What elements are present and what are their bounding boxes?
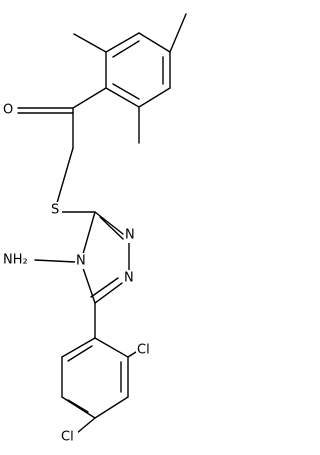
bond-n4-amine [34,259,76,263]
bond-triazole-n1-c5-double [90,277,119,298]
bond-methyl-para [169,13,187,53]
cl-ortho-label-bg [136,342,154,358]
atom-label-layer: O S NH₂ N N N Cl Cl [2,102,154,445]
bond-mesityl-ring [105,87,140,108]
bond-phenyl-double [67,399,89,413]
amine-group-label: NH₂ [3,253,28,268]
bond-methyl-upper-left [73,33,107,53]
bond-triazole-n1-c5 [94,282,123,304]
sulfur-label-bg [50,202,62,218]
molecule-diagram: O S NH₂ N N N Cl Cl [2,13,187,445]
oxygen-atom-label: O [3,103,13,118]
bond-mesityl-ring [105,32,140,53]
n4-label-bg [75,253,87,269]
chlorine-para-label: Cl [61,430,74,445]
bond-mesityl-double [112,83,140,100]
cl-para-label-bg [60,429,78,445]
structure-canvas: O S NH₂ N N N Cl Cl [2,13,187,445]
bond-aryl-carbonyl [72,87,107,109]
bond-triazole-c3-n2-double [99,216,124,240]
chlorine-ortho-label: Cl [137,343,150,358]
bond-phenyl-ring [61,396,96,419]
bond-mesityl-ring [138,32,171,53]
bond-layer [17,13,187,434]
bond-mesityl-ring [138,87,171,108]
bond-triazole-n4-c3 [82,211,96,255]
n1-label-bg [123,270,135,286]
triazole-n1-label: N [124,271,134,286]
bond-triazole-c3-n2 [94,211,124,235]
bond-cl-ortho [127,351,137,358]
bond-phenyl-double [67,345,93,362]
oxygen-label-bg [2,102,16,118]
triazole-n2-label: N [125,228,135,243]
sulfur-atom-label: S [51,203,59,218]
n2-label-bg [124,227,136,243]
amine-label-bg [2,252,34,268]
bond-mesityl-double [112,40,140,58]
bond-cl-para [76,417,96,434]
bond-phenyl-ring [94,396,129,419]
bond-ch2-sulfur [56,147,74,204]
bond-phenyl-ring [61,337,96,358]
triazole-n4-label: N [76,254,86,269]
bond-triazole-c5-n4 [82,267,96,304]
bond-phenyl-ring [94,337,129,358]
